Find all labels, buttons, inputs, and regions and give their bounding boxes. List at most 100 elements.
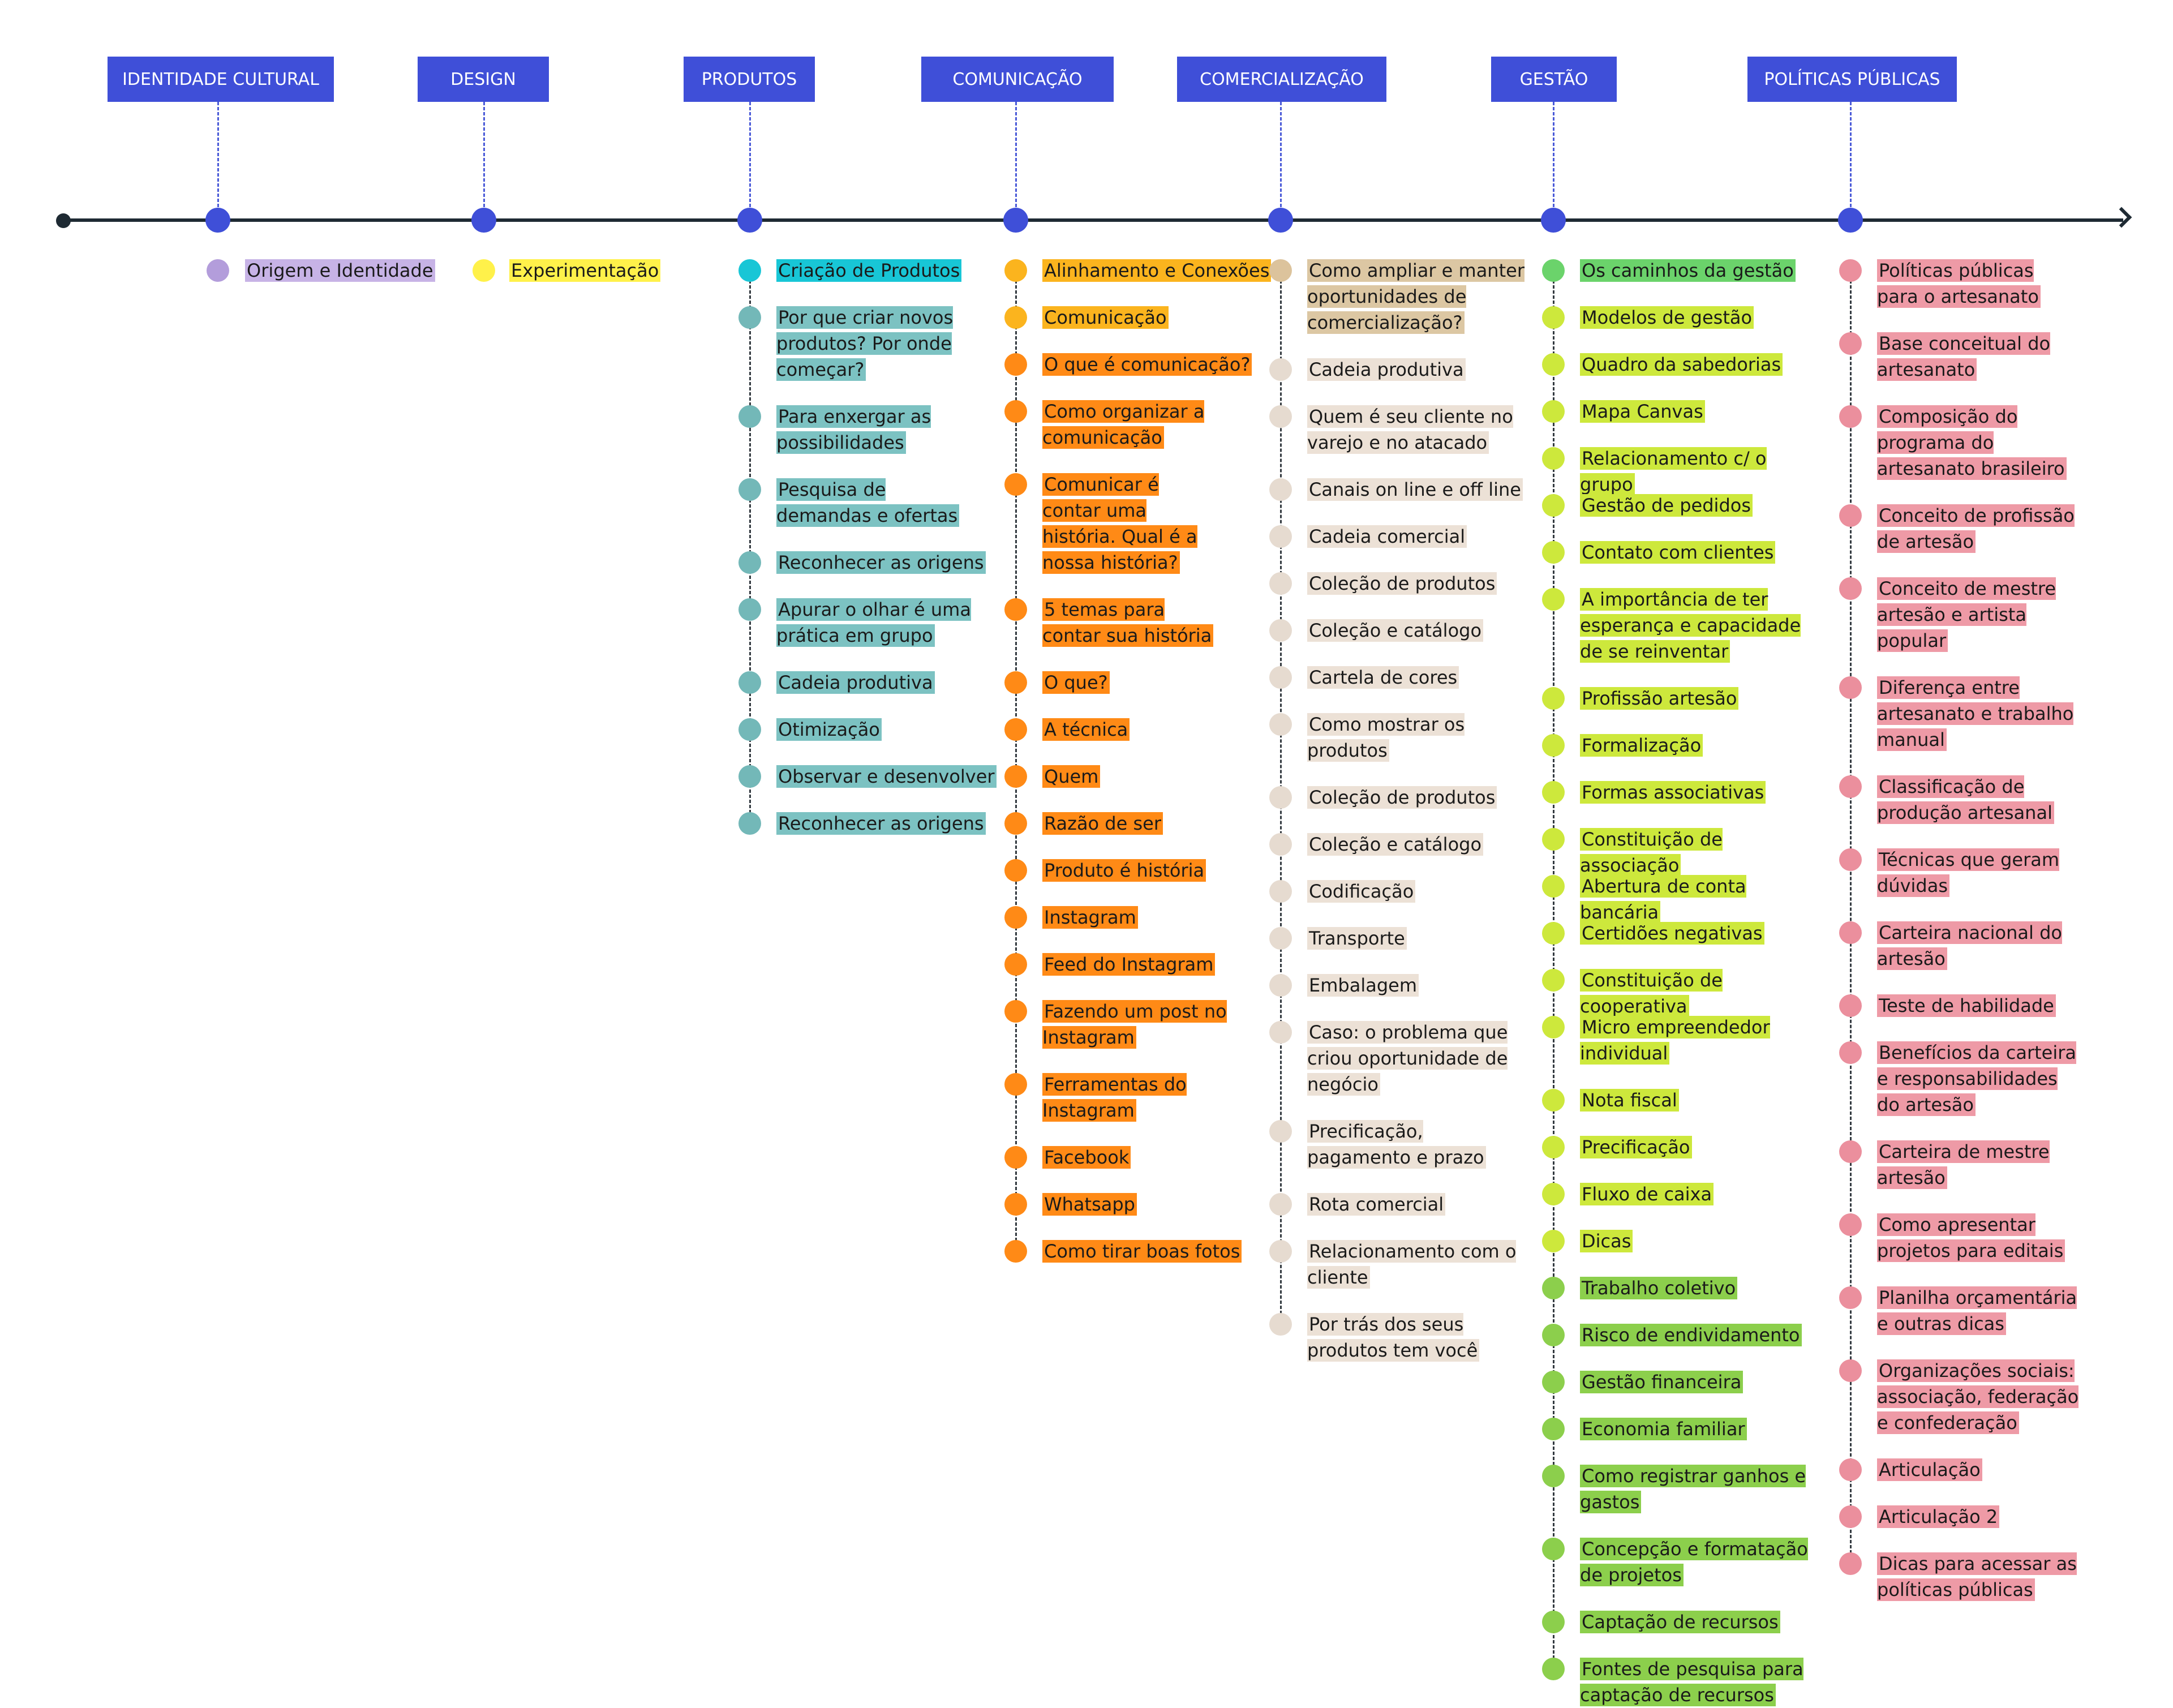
topic-item[interactable]: 5 temas para contar sua história (1042, 596, 1286, 649)
topic-item[interactable]: Organizações sociais: associação, federa… (1877, 1358, 2120, 1436)
topic-item[interactable]: Como registrar ganhos e gastos (1580, 1463, 1823, 1515)
topic-item[interactable]: O que? (1042, 670, 1286, 696)
topic-item[interactable]: Observar e desenvolver (776, 763, 1020, 789)
topic-item[interactable]: Constituição de associação (1580, 826, 1823, 878)
topic-item[interactable]: Como ampliar e manter oportunidades de c… (1307, 258, 1551, 336)
topic-item[interactable]: Micro empreendedor individual (1580, 1014, 1823, 1066)
topic-item[interactable]: Mapa Canvas (1580, 398, 1823, 424)
topic-item[interactable]: Apurar o olhar é uma prática em grupo (776, 596, 1020, 649)
topic-item[interactable]: Cadeia produtiva (1307, 357, 1551, 383)
topic-item[interactable]: Articulação 2 (1877, 1504, 2120, 1530)
topic-item[interactable]: Formas associativas (1580, 779, 1823, 805)
column-header-politicas[interactable]: POLÍTICAS PÚBLICAS (1747, 57, 1957, 102)
topic-item[interactable]: Ferramentas do Instagram (1042, 1071, 1286, 1123)
column-header-comunicacao[interactable]: COMUNICAÇÃO (921, 57, 1114, 102)
topic-item[interactable]: Alinhamento e Conexões (1042, 258, 1286, 284)
topic-item[interactable]: Certidões negativas (1580, 920, 1823, 946)
topic-item[interactable]: Técnicas que geram dúvidas (1877, 847, 2120, 899)
topic-item[interactable]: Relacionamento c/ o grupo (1580, 445, 1823, 497)
topic-item[interactable]: Trabalho coletivo (1580, 1275, 1823, 1301)
topic-item[interactable]: Canais on line e off line (1307, 477, 1551, 503)
topic-item[interactable]: Profissão artesão (1580, 685, 1823, 711)
topic-item[interactable]: Gestão de pedidos (1580, 492, 1823, 518)
topic-item[interactable]: Carteira de mestre artesão (1877, 1139, 2120, 1191)
topic-item[interactable]: Cadeia comercial (1307, 523, 1551, 550)
topic-item[interactable]: Embalagem (1307, 972, 1551, 998)
topic-item[interactable]: Os caminhos da gestão (1580, 258, 1823, 284)
topic-item[interactable]: Transporte (1307, 925, 1551, 951)
topic-item[interactable]: Comunicação (1042, 304, 1286, 331)
topic-item[interactable]: Coleção de produtos (1307, 570, 1551, 596)
topic-item[interactable]: Whatsapp (1042, 1191, 1286, 1217)
topic-item[interactable]: Cadeia produtiva (776, 670, 1020, 696)
topic-item[interactable]: Feed do Instagram (1042, 951, 1286, 977)
topic-item[interactable]: Captação de recursos (1580, 1609, 1823, 1635)
topic-item[interactable]: Conceito de profissão de artesão (1877, 503, 2120, 555)
topic-item[interactable]: Diferença entre artesanato e trabalho ma… (1877, 675, 2120, 753)
topic-item[interactable]: Como mostrar os produtos (1307, 711, 1551, 763)
topic-item[interactable]: Quadro da sabedorias (1580, 351, 1823, 377)
topic-item[interactable]: Benefícios da carteira e responsabilidad… (1877, 1040, 2120, 1118)
topic-item[interactable]: Quem é seu cliente no varejo e no atacad… (1307, 404, 1551, 456)
topic-item[interactable]: Dicas para acessar as políticas públicas (1877, 1551, 2120, 1603)
topic-item[interactable]: Caso: o problema que criou oportunidade … (1307, 1019, 1551, 1097)
topic-item[interactable]: Economia familiar (1580, 1416, 1823, 1442)
topic-item[interactable]: Codificação (1307, 878, 1551, 904)
topic-item[interactable]: Reconhecer as origens (776, 810, 1020, 836)
topic-item[interactable]: Coleção e catálogo (1307, 831, 1551, 857)
column-header-produtos[interactable]: PRODUTOS (684, 57, 815, 102)
topic-item[interactable]: Pesquisa de demandas e ofertas (776, 477, 1020, 529)
column-header-identidade[interactable]: IDENTIDADE CULTURAL (108, 57, 334, 102)
topic-item[interactable]: Abertura de conta bancária (1580, 873, 1823, 925)
topic-item[interactable]: Relacionamento com o cliente (1307, 1238, 1551, 1290)
topic-item[interactable]: Razão de ser (1042, 810, 1286, 836)
topic-item[interactable]: Instagram (1042, 904, 1286, 930)
topic-item[interactable]: Comunicar é contar uma história. Qual é … (1042, 471, 1286, 576)
topic-item[interactable]: Facebook (1042, 1144, 1286, 1170)
topic-item[interactable]: Políticas públicas para o artesanato (1877, 258, 2120, 310)
topic-item[interactable]: Gestão financeira (1580, 1369, 1823, 1395)
topic-item[interactable]: Reconhecer as origens (776, 550, 1020, 576)
topic-item[interactable]: Experimentação (509, 258, 679, 284)
topic-item[interactable]: Como tirar boas fotos (1042, 1238, 1286, 1264)
topic-item[interactable]: Articulação (1877, 1457, 2120, 1483)
column-header-design[interactable]: DESIGN (418, 57, 549, 102)
topic-item[interactable]: Coleção e catálogo (1307, 617, 1551, 643)
topic-item[interactable]: Cartela de cores (1307, 664, 1551, 690)
topic-item[interactable]: Dicas (1580, 1228, 1823, 1254)
topic-item[interactable]: Teste de habilidade (1877, 993, 2120, 1019)
topic-item[interactable]: Base conceitual do artesanato (1877, 331, 2120, 383)
topic-item[interactable]: Rota comercial (1307, 1191, 1551, 1217)
topic-item[interactable]: Como apresentar projetos para editais (1877, 1212, 2120, 1264)
column-header-gestao[interactable]: GESTÃO (1491, 57, 1617, 102)
topic-item[interactable]: Precificação, pagamento e prazo (1307, 1118, 1551, 1170)
topic-item[interactable]: Concepção e formatação de projetos (1580, 1536, 1823, 1588)
topic-item[interactable]: Fluxo de caixa (1580, 1181, 1823, 1207)
topic-item[interactable]: O que é comunicação? (1042, 351, 1286, 377)
topic-item[interactable]: Precificação (1580, 1134, 1823, 1160)
topic-item[interactable]: Planilha orçamentária e outras dicas (1877, 1285, 2120, 1337)
topic-item[interactable]: Por trás dos seus produtos tem você (1307, 1311, 1551, 1363)
topic-item[interactable]: Classificação de produção artesanal (1877, 774, 2120, 826)
topic-item[interactable]: Carteira nacional do artesão (1877, 920, 2120, 972)
topic-item[interactable]: Origem e Identidade (245, 258, 460, 284)
topic-item[interactable]: Formalização (1580, 732, 1823, 758)
topic-item[interactable]: Fazendo um post no Instagram (1042, 998, 1286, 1050)
topic-item[interactable]: Por que criar novos produtos? Por onde c… (776, 304, 1020, 383)
topic-item[interactable]: Conceito de mestre artesão e artista pop… (1877, 576, 2120, 654)
topic-item[interactable]: A técnica (1042, 716, 1286, 743)
topic-item[interactable]: Otimização (776, 716, 1020, 743)
topic-item[interactable]: Quem (1042, 763, 1286, 789)
topic-item[interactable]: Risco de endividamento (1580, 1322, 1823, 1348)
topic-item[interactable]: Nota fiscal (1580, 1087, 1823, 1113)
topic-item[interactable]: Contato com clientes (1580, 539, 1823, 565)
topic-item[interactable]: Composição do programa do artesanato bra… (1877, 404, 2120, 482)
topic-item[interactable]: Coleção de produtos (1307, 784, 1551, 810)
column-header-comercializacao[interactable]: COMERCIALIZAÇÃO (1177, 57, 1386, 102)
topic-item[interactable]: Como organizar a comunicação (1042, 398, 1286, 450)
topic-item[interactable]: Fontes de pesquisa para captação de recu… (1580, 1656, 1823, 1708)
topic-item[interactable]: Modelos de gestão (1580, 304, 1823, 331)
topic-item[interactable]: Constituição de cooperativa (1580, 967, 1823, 1019)
topic-item[interactable]: Para enxergar as possibilidades (776, 404, 1020, 456)
topic-item[interactable]: A importância de ter esperança e capacid… (1580, 586, 1823, 664)
